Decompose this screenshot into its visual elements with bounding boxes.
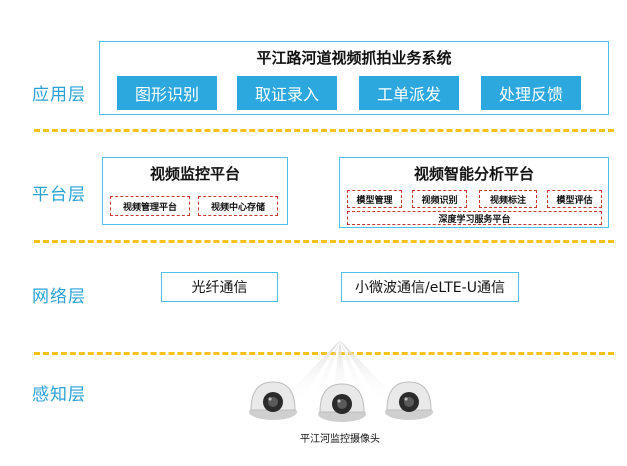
app-button-handling-feedback[interactable]: 处理反馈 (481, 76, 581, 110)
video-monitor-platform-title: 视频监控平台 (149, 165, 240, 183)
signal-beam-left (280, 340, 340, 402)
video-analysis-platform-title: 视频智能分析平台 (413, 165, 534, 183)
layer-label-perception: 感知层 (32, 385, 86, 405)
microwave-communication-box: 小微波通信/eLTE-U通信 (341, 272, 519, 302)
layer-divider (34, 352, 614, 355)
app-button-work-order-dispatch[interactable]: 工单派发 (359, 76, 459, 110)
layer-divider (34, 240, 614, 243)
deep-learning-service-platform-box: 深度学习服务平台 (347, 211, 602, 225)
video-analysis-platform-panel: 视频智能分析平台 模型管理 视频识别 视频标注 模型评估 深度学习服务平台 (339, 157, 609, 228)
model-management-box: 模型管理 (347, 190, 402, 208)
layer-label-application: 应用层 (32, 85, 86, 105)
application-panel-title: 平江路河道视频抓拍业务系统 (256, 49, 452, 67)
fiber-communication-box: 光纤通信 (161, 272, 278, 302)
video-management-platform-box: 视频管理平台 (110, 196, 190, 216)
video-center-storage-box: 视频中心存储 (198, 196, 278, 216)
app-button-evidence-entry[interactable]: 取证录入 (237, 76, 337, 110)
signal-beam (310, 340, 340, 402)
layer-divider (34, 129, 614, 132)
app-button-image-recognition[interactable]: 图形识别 (117, 76, 217, 110)
layer-label-network: 网络层 (32, 287, 86, 307)
signal-beam (340, 340, 370, 402)
video-recognition-box: 视频识别 (412, 190, 467, 208)
video-annotation-box: 视频标注 (479, 190, 537, 208)
model-evaluation-box: 模型评估 (547, 190, 602, 208)
dome-camera-icon (385, 381, 433, 420)
layer-label-platform: 平台层 (32, 185, 86, 205)
video-monitor-platform-panel: 视频监控平台 视频管理平台 视频中心存储 (102, 157, 288, 225)
camera-caption: 平江河监控摄像头 (300, 434, 380, 445)
signal-beam-right (340, 340, 400, 402)
application-panel: 平江路河道视频抓拍业务系统 图形识别 取证录入 工单派发 处理反馈 (99, 41, 609, 115)
dome-camera-icon (249, 381, 297, 420)
dome-camera-icon (318, 383, 366, 422)
